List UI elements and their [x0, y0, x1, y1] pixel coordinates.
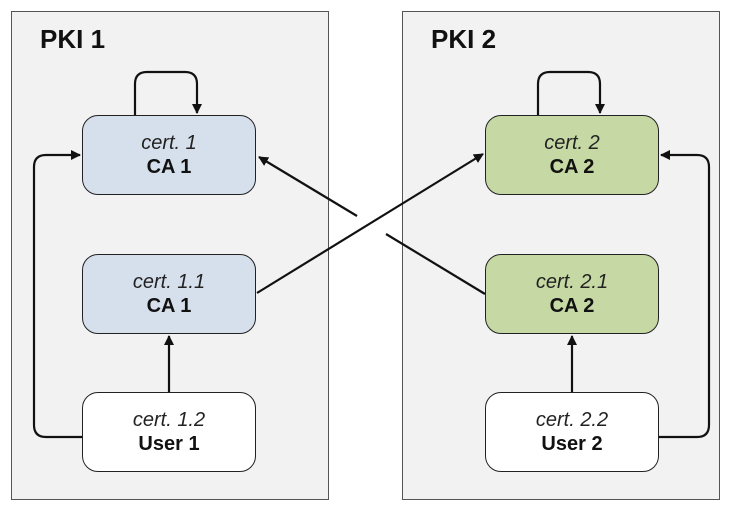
cert-label: cert. 1 [141, 132, 197, 154]
cross-arrow-ca2-to-ca1-upper [258, 156, 358, 217]
self-signed-arrow-2 [536, 70, 605, 115]
entity-label: CA 2 [549, 156, 595, 178]
cert-label: cert. 1.2 [132, 409, 206, 431]
cross-arrow-ca2-to-ca1-lower [385, 233, 486, 295]
entity-label: CA 2 [549, 295, 595, 317]
chain-arrow-user2 [659, 150, 711, 439]
cert-label: cert. 1.1 [132, 271, 206, 293]
cross-arrow-ca1-to-ca2 [256, 153, 484, 294]
pki-1-title: PKI 1 [40, 24, 106, 54]
chain-arrow-user1 [32, 150, 82, 439]
cert-label: cert. 2.1 [535, 271, 609, 293]
cert-2-1-node: cert. 2.1 CA 2 [485, 254, 659, 334]
entity-label: User 2 [541, 433, 603, 455]
cert-1-1-node: cert. 1.1 CA 1 [82, 254, 256, 334]
entity-label: CA 1 [146, 156, 192, 178]
cert-label: cert. 2 [544, 132, 600, 154]
entity-label: CA 1 [146, 295, 192, 317]
cert-2-2-node: cert. 2.2 User 2 [485, 392, 659, 472]
pki-2-title: PKI 2 [431, 24, 497, 54]
self-signed-arrow-1 [133, 70, 202, 115]
cert-1-node: cert. 1 CA 1 [82, 115, 256, 195]
cert-1-2-node: cert. 1.2 User 1 [82, 392, 256, 472]
entity-label: User 1 [138, 433, 200, 455]
cert-label: cert. 2.2 [535, 409, 609, 431]
cert-2-node: cert. 2 CA 2 [485, 115, 659, 195]
